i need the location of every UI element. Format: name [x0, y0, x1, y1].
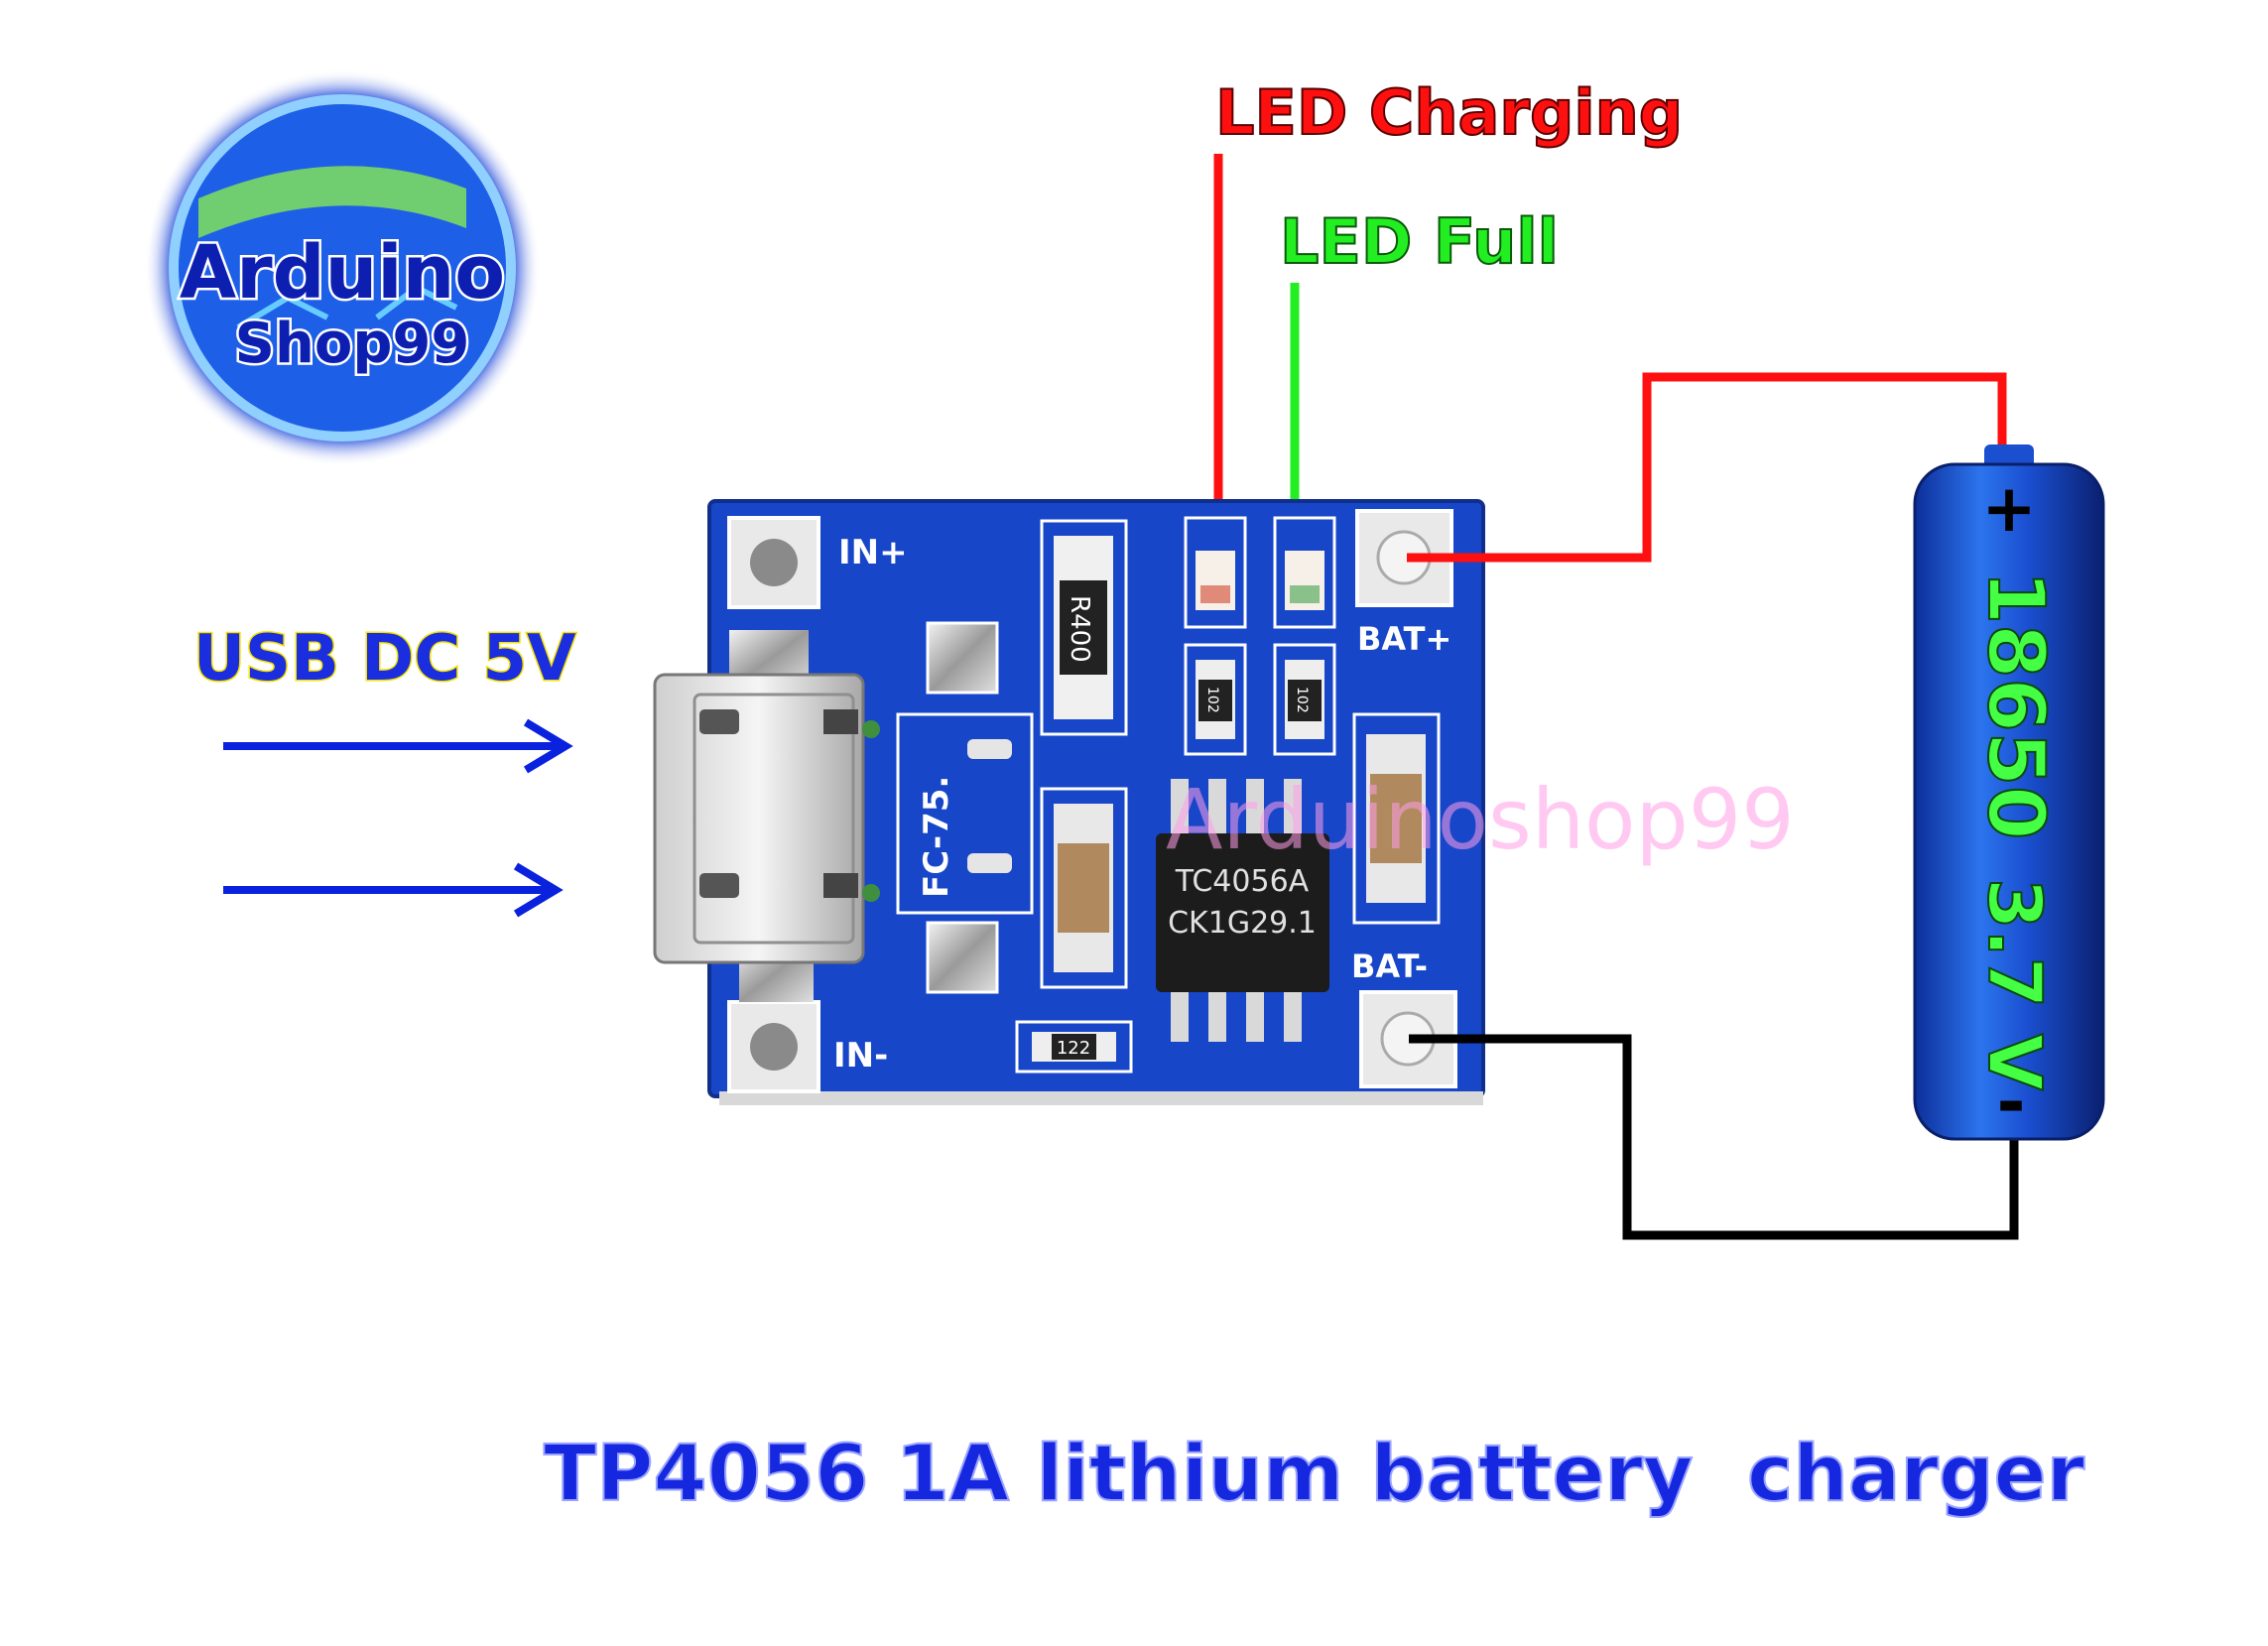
silk-bat-minus: BAT- — [1351, 948, 1428, 985]
micro-usb-connector — [653, 630, 880, 1002]
watermark: Arduinoshop99 — [1166, 771, 1795, 868]
tp4056-board: IN+ IN- BAT+ BAT- FC-75. — [653, 499, 1795, 1105]
usb-input-arrow-2 — [223, 862, 564, 918]
silk-bat-plus: BAT+ — [1357, 620, 1451, 658]
usb-input-label: USB DC 5V — [193, 622, 576, 696]
silk-122: 122 — [1057, 1038, 1090, 1059]
led-full-label: LED Full — [1280, 205, 1559, 278]
logo-line2: Shop99 — [235, 312, 470, 376]
silk-102-a: 102 — [1204, 687, 1220, 713]
capacitor-left — [1040, 787, 1128, 989]
pad-in-minus — [727, 1000, 820, 1093]
red-wire-bat-plus — [1407, 372, 2007, 563]
silk-r400: R400 — [1065, 595, 1094, 663]
battery-model: 18650 — [1970, 570, 2060, 839]
inductor-fc75: FC-75. — [896, 621, 1034, 994]
chip-line1: TC4056A — [1175, 864, 1310, 899]
silk-in-minus: IN- — [833, 1036, 888, 1076]
chip-line2: CK1G29.1 — [1168, 906, 1317, 941]
capacitor-right — [1352, 712, 1441, 925]
tc4056a-chip: TC4056A CK1G29.1 — [1156, 779, 1329, 1042]
silk-fc75: FC-75. — [917, 776, 956, 898]
battery-voltage: 3.7 V — [1971, 878, 2057, 1090]
led-full — [1273, 516, 1336, 629]
led-charging-label: LED Charging — [1215, 76, 1683, 149]
logo-line1: Arduino — [180, 230, 505, 316]
arduinoshop99-logo: Arduino Shop99 — [144, 69, 541, 466]
led-charging — [1184, 516, 1247, 629]
silk-in-plus: IN+ — [838, 533, 908, 572]
battery-minus: - — [1996, 1062, 2025, 1143]
black-wire-bat-minus — [1409, 1034, 2019, 1240]
pad-in-plus — [727, 516, 820, 609]
resistor-122: 122 — [1015, 1020, 1133, 1074]
page-title: TP4056 1A lithium battery charger — [544, 1430, 2085, 1519]
resistor-r400: R400 — [1040, 519, 1128, 736]
resistor-102-a: 102 — [1184, 643, 1247, 756]
battery-18650: + 18650 3.7 V - — [1913, 444, 2105, 1143]
resistor-102-b: 102 — [1273, 643, 1336, 756]
usb-input-arrow-1 — [223, 718, 573, 774]
silk-102-b: 102 — [1294, 687, 1310, 713]
battery-plus: + — [1981, 470, 2036, 547]
